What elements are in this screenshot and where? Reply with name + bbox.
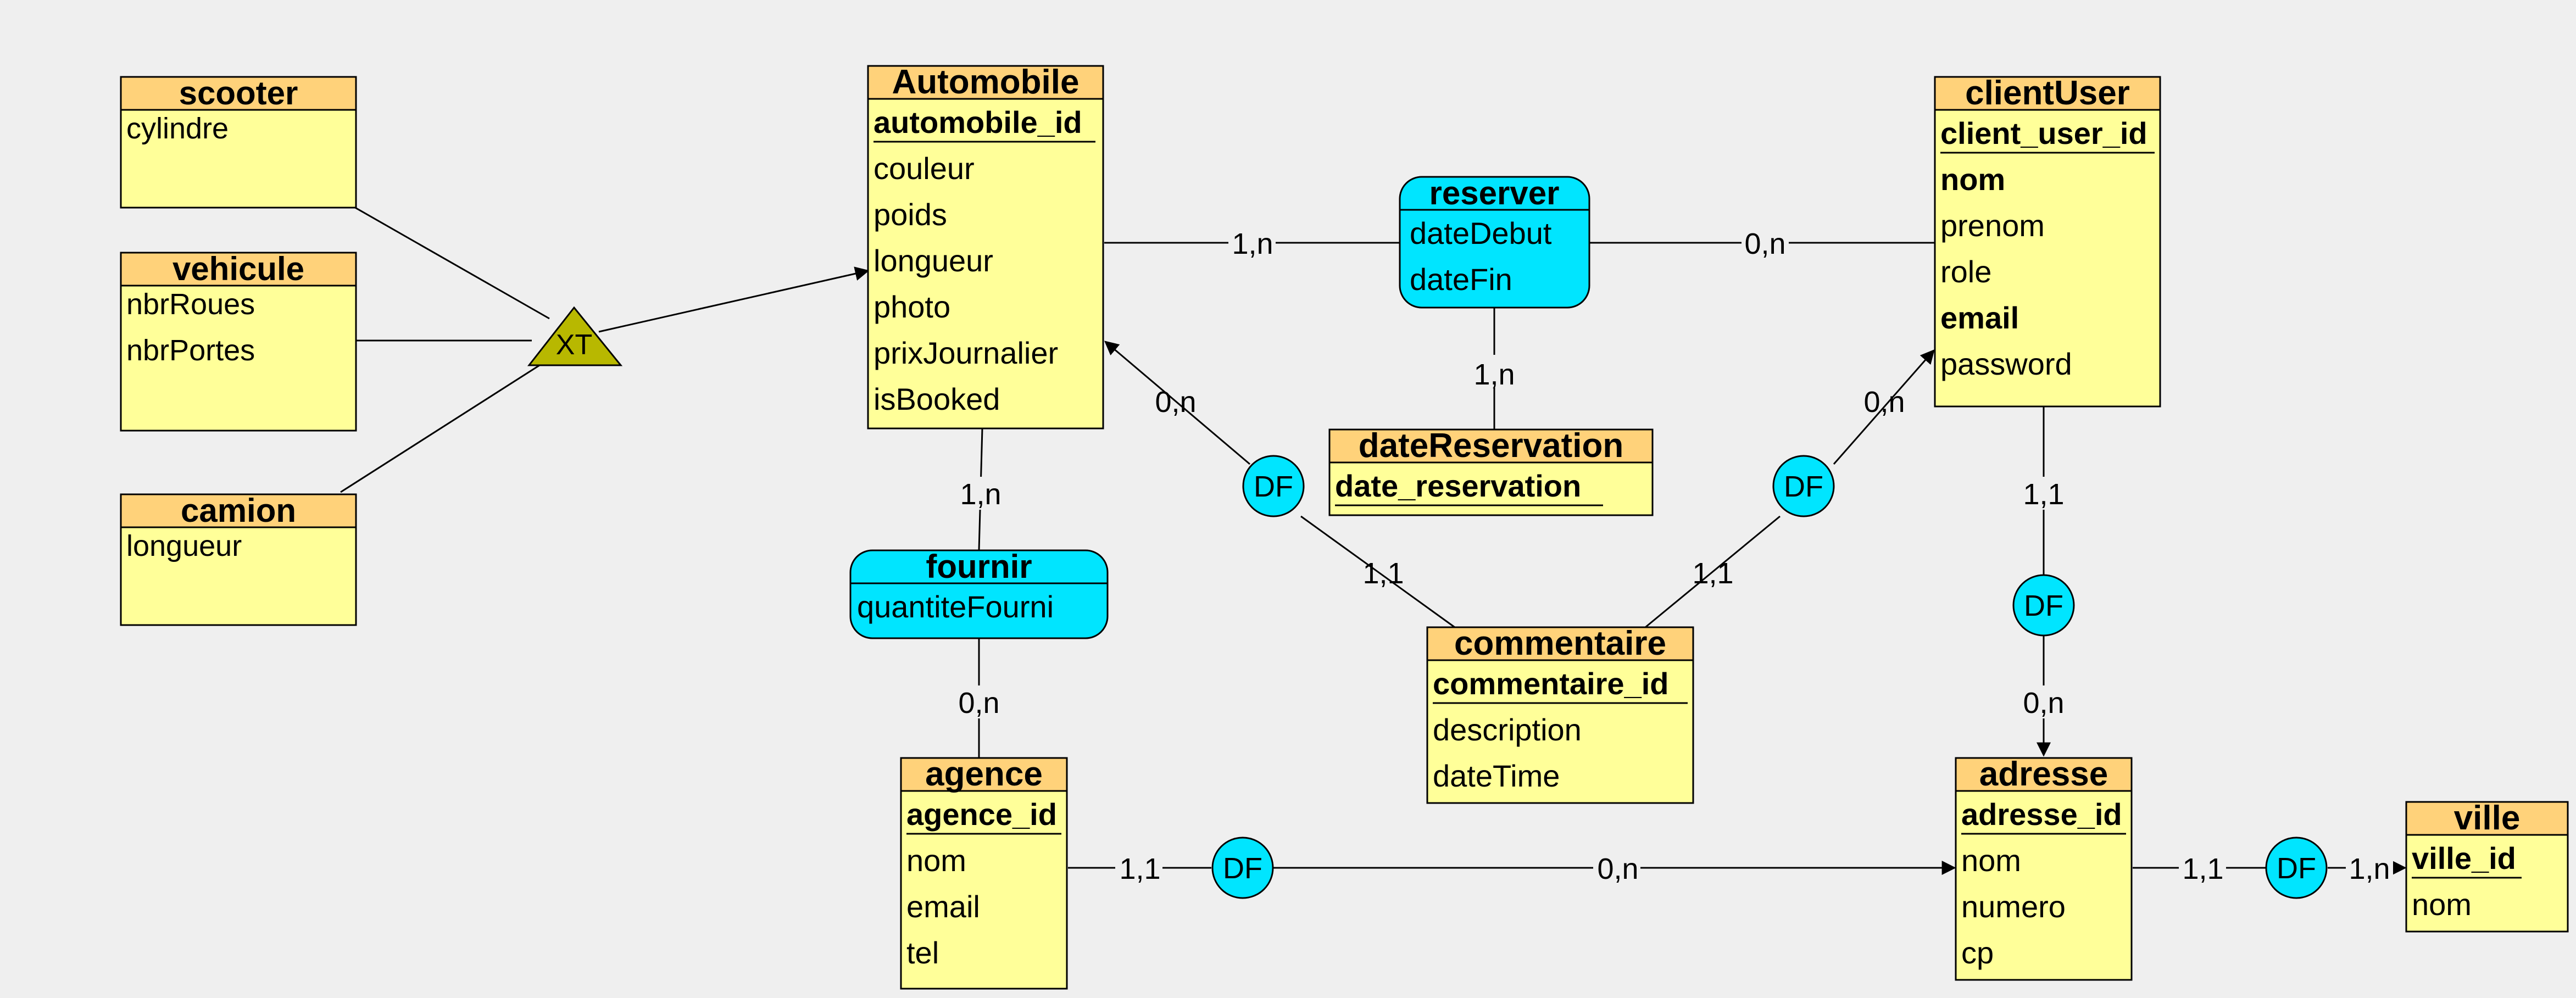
df-label: DF [1254, 470, 1293, 503]
entity-title: scooter [179, 75, 298, 111]
entity-clientUser[interactable]: clientUser client_user_id nom prenom rol… [1934, 74, 2161, 408]
line-df2-commentaire [1645, 515, 1781, 628]
cardinality-label: 0,n [2023, 687, 2064, 720]
cardinality-label: 1,n [960, 478, 1001, 511]
cardinality-label: 1,1 [2182, 852, 2223, 885]
entity-attr: email [1940, 300, 2019, 335]
cardinality-label: 1,n [2349, 852, 2390, 885]
line-df1-auto [1104, 341, 1250, 465]
entity-attr: password [1940, 347, 2072, 381]
entity-attr: prenom [1940, 208, 2045, 243]
entity-key: commentaire_id [1433, 666, 1669, 701]
entity-attr: photo [873, 289, 950, 324]
entity-key: adresse_id [1961, 797, 2122, 832]
entity-key: automobile_id [873, 105, 1082, 140]
entity-adresse[interactable]: adresse adresse_id nom numero cp [1955, 755, 2133, 981]
entity-attr: nbrRoues [126, 288, 255, 321]
entity-commentaire[interactable]: commentaire commentaire_id description d… [1426, 625, 1694, 804]
association-reserver[interactable]: reserver dateDebut dateFin [1399, 175, 1590, 309]
line-scooter-xt [349, 203, 550, 320]
entity-attr: nbrPortes [126, 334, 255, 367]
entity-attr: numero [1961, 889, 2066, 924]
entity-key: agence_id [906, 797, 1057, 832]
cardinality-label: 0,n [1155, 386, 1196, 419]
entity-title: commentaire [1454, 625, 1666, 662]
inheritance-xt[interactable]: XT [527, 306, 623, 366]
entity-title: dateReservation [1359, 427, 1623, 465]
df-circle-agence-adresse[interactable]: DF [1211, 837, 1274, 899]
cardinality-label: 1,1 [1362, 557, 1404, 590]
entity-agence[interactable]: agence agence_id nom email tel [900, 755, 1068, 990]
cardinality-label: 0,n [1863, 386, 1905, 419]
entity-attr: couleur [873, 151, 975, 186]
entity-attr: isBooked [873, 382, 1000, 416]
entity-scooter[interactable]: scooter cylindre [120, 75, 357, 209]
association-title: reserver [1429, 175, 1560, 211]
entity-attr: cp [1961, 935, 1994, 970]
df-circle-client-commentaire[interactable]: DF [1772, 455, 1835, 517]
entity-vehicule[interactable]: vehicule nbrRoues nbrPortes [120, 250, 357, 432]
cardinality-label: 0,n [1597, 852, 1638, 885]
line-camion-xt [340, 361, 544, 493]
df-label: DF [2024, 589, 2063, 622]
line-df2-client [1833, 349, 1935, 465]
association-title: fournir [926, 548, 1032, 585]
df-circle-automobile-commentaire[interactable]: DF [1242, 455, 1305, 517]
entity-title: Automobile [892, 63, 1080, 101]
entity-attr: poids [873, 197, 947, 232]
entity-title: adresse [1979, 755, 2108, 793]
cardinality-label: 1,n [1473, 358, 1515, 391]
entity-attr: dateTime [1433, 759, 1560, 793]
inheritance-label: XT [556, 329, 592, 361]
entity-title: vehicule [173, 250, 304, 287]
entity-attr: prixJournalier [873, 336, 1058, 370]
df-label: DF [2277, 852, 2316, 885]
cardinality-label: 1,1 [1119, 852, 1160, 885]
entity-attr: nom [1940, 162, 2005, 197]
entity-attr: role [1940, 254, 1991, 289]
cardinality-label: 0,n [1744, 227, 1785, 260]
df-label: DF [1223, 852, 1262, 885]
entity-title: camion [181, 492, 296, 529]
entity-dateReservation[interactable]: dateReservation date_reservation [1328, 427, 1654, 516]
entity-attr: nom [906, 843, 966, 878]
entity-title: agence [925, 755, 1043, 793]
df-circle-adresse-ville[interactable]: DF [2265, 837, 2328, 899]
entity-attr: tel [906, 935, 939, 970]
df-circle-client-adresse[interactable]: DF [2012, 574, 2075, 637]
association-fournir[interactable]: fournir quantiteFourni [849, 548, 1109, 639]
entity-attr: nom [1961, 843, 2021, 878]
entity-ville[interactable]: ville ville_id nom [2405, 799, 2569, 933]
association-attr: dateFin [1410, 262, 1512, 297]
df-label: DF [1784, 470, 1823, 503]
entity-attr: nom [2412, 887, 2472, 922]
entity-attr: description [1433, 712, 1582, 747]
cardinality-label: 1,1 [1692, 557, 1733, 590]
association-attr: dateDebut [1410, 216, 1552, 250]
entity-attr: longueur [126, 529, 242, 562]
entity-attr: cylindre [126, 112, 229, 145]
entity-automobile[interactable]: Automobile automobile_id couleur poids l… [867, 63, 1104, 430]
entity-title: clientUser [1965, 74, 2130, 112]
line-xt-automobile [598, 266, 870, 333]
cardinality-label: 1,1 [2023, 478, 2064, 511]
entity-camion[interactable]: camion longueur [120, 492, 357, 626]
entity-attr: longueur [873, 243, 993, 278]
line-df1-commentaire [1300, 515, 1455, 628]
entity-title: ville [2454, 799, 2521, 837]
cardinality-label: 1,n [1232, 227, 1273, 260]
entity-key: client_user_id [1940, 116, 2147, 150]
cardinality-labels: 1,n 0,n 1,n 1,n 0,n 0,n 1,1 0,n 1,1 1,1 … [955, 224, 2393, 885]
cardinality-label: 0,n [958, 687, 999, 720]
entity-key: ville_id [2412, 841, 2516, 876]
association-attr: quantiteFourni [857, 589, 1054, 624]
entity-attr: email [906, 889, 980, 924]
entity-key: date_reservation [1335, 469, 1581, 503]
